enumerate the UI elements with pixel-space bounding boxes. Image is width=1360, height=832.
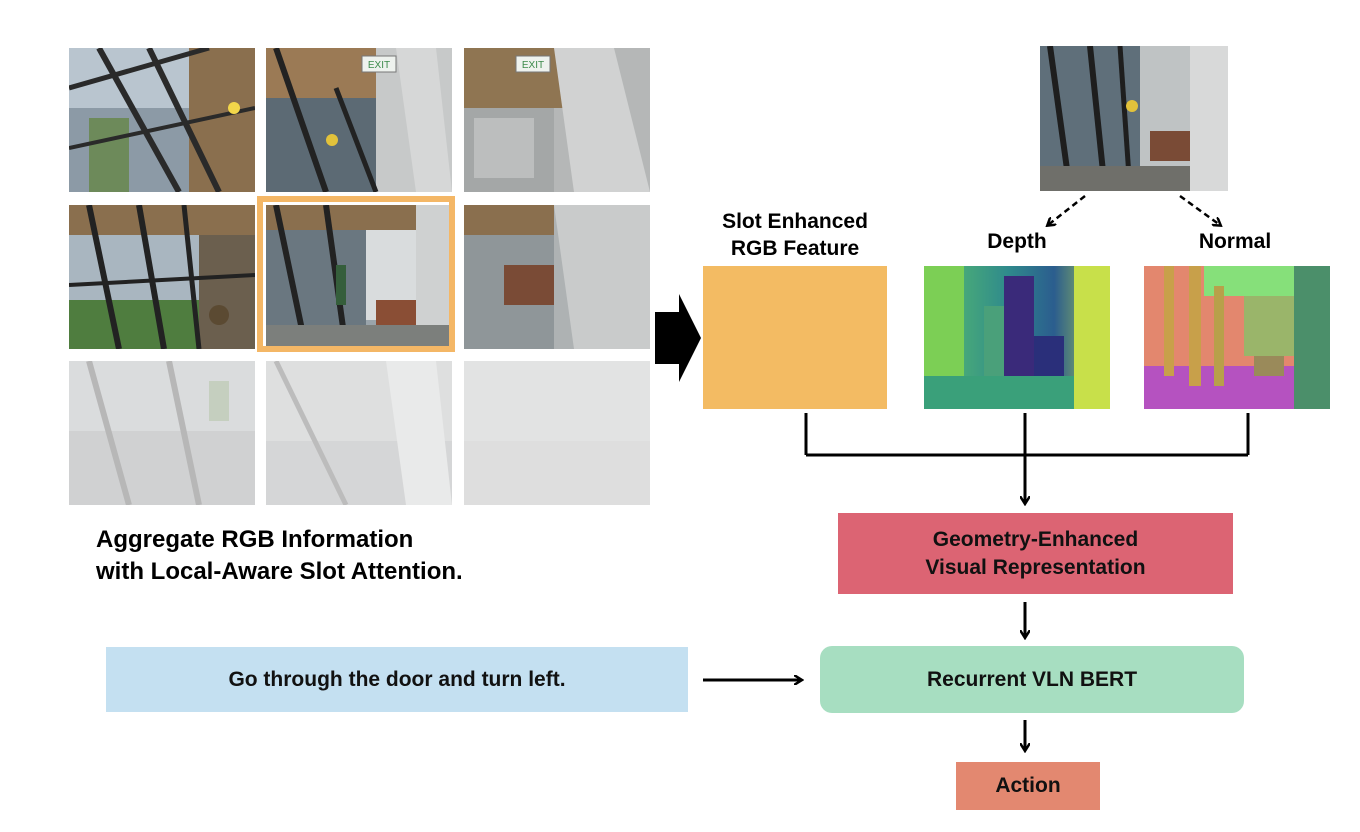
action-text: Action	[995, 774, 1061, 797]
rgb-tile-r2c1	[69, 205, 255, 349]
big-arrow-icon	[655, 294, 701, 382]
rgb-tile-r3c3	[464, 361, 650, 505]
exit-sign-1: EXIT	[368, 60, 390, 71]
depth-label: Depth	[987, 230, 1047, 253]
geometry-box-line2: Visual Representation	[925, 555, 1146, 579]
rgb-tile-r3c2	[266, 361, 452, 505]
normal-label: Normal	[1198, 230, 1272, 253]
dashed-arrow-to-depth	[1048, 195, 1086, 225]
depth-map-image	[924, 266, 1110, 409]
exit-sign-2: EXIT	[522, 60, 544, 71]
rgb-tile-r2c2-highlighted	[266, 205, 452, 349]
source-view-image	[1040, 46, 1228, 191]
rgb-tile-r1c2: EXIT	[266, 48, 452, 192]
vln-bert-box: Recurrent VLN BERT	[820, 646, 1244, 713]
left-caption-line2: with Local-Aware Slot Attention.	[96, 558, 463, 585]
slot-feature-box	[703, 266, 887, 409]
rgb-tile-r3c1	[69, 361, 255, 505]
rgb-tile-r1c3: EXIT	[464, 48, 650, 192]
instruction-text: Go through the door and turn left.	[228, 667, 566, 691]
left-caption-line1: Aggregate RGB Information	[96, 526, 414, 553]
slot-feature-label-line1: Slot Enhanced	[722, 210, 868, 233]
slot-feature-label-line2: RGB Feature	[730, 237, 860, 260]
highlight-frame	[257, 196, 455, 352]
action-box: Action	[956, 762, 1100, 810]
vln-bert-text: Recurrent VLN BERT	[926, 667, 1138, 691]
normal-map-image	[1144, 266, 1330, 409]
rgb-tile-r1c1	[69, 48, 255, 192]
slot-feature-label: Slot Enhanced RGB Feature	[700, 208, 890, 262]
geometry-box-line1: Geometry-Enhanced	[932, 527, 1139, 551]
instruction-box: Go through the door and turn left.	[106, 647, 688, 712]
left-caption: Aggregate RGB Information with Local-Awa…	[96, 524, 463, 588]
geometry-box: Geometry-Enhanced Visual Representation	[838, 513, 1233, 594]
dashed-arrow-to-normal	[1179, 194, 1220, 225]
rgb-tile-r2c3	[464, 205, 650, 349]
